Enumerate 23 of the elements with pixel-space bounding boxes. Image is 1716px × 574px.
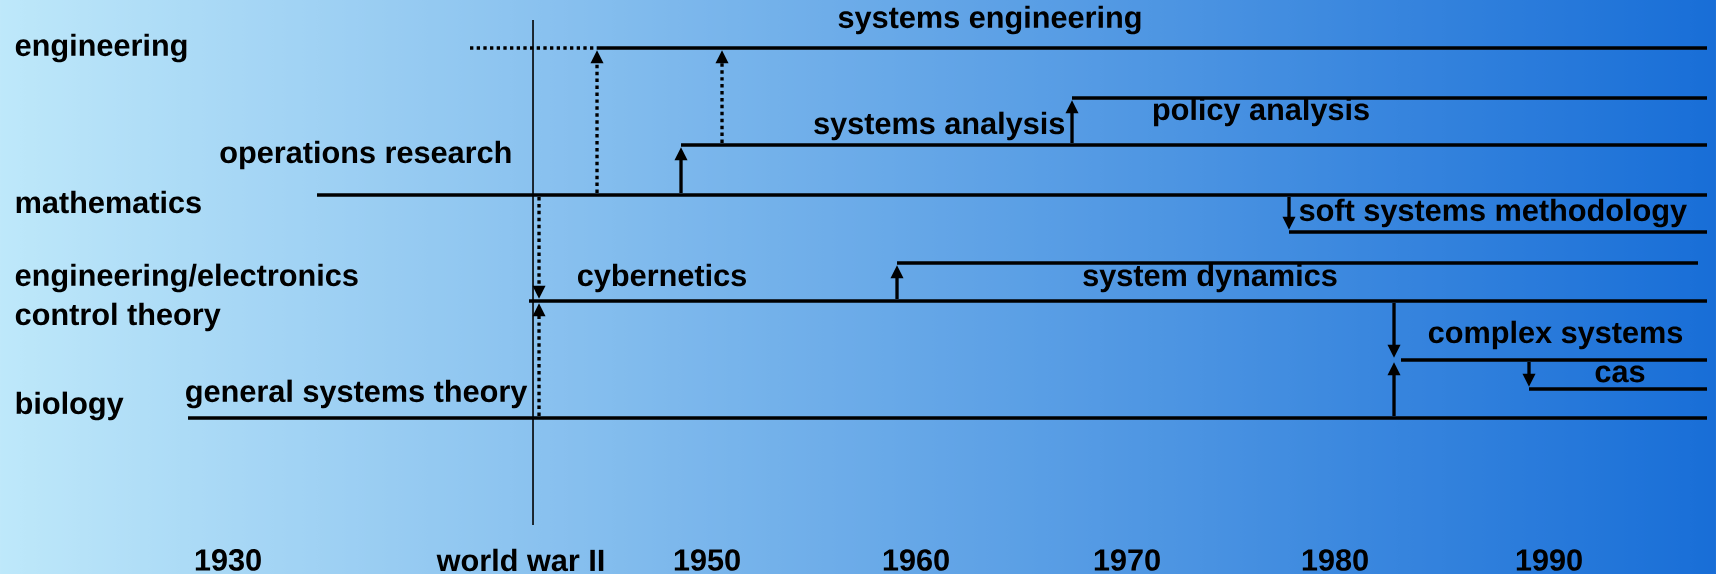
row-label: biology xyxy=(16,391,124,421)
row-label: engineering xyxy=(15,33,187,63)
bar-label: cas xyxy=(1595,365,1645,383)
bar-label: policy analysis xyxy=(1153,97,1369,127)
row-label: engineering/electronics xyxy=(15,263,358,293)
timeline-bar xyxy=(317,193,1707,197)
year-label: 1950 xyxy=(674,549,740,571)
bar-label: general systems theory xyxy=(186,379,528,409)
year-label: 1960 xyxy=(883,549,949,571)
year-label: 1970 xyxy=(1094,549,1160,571)
bar-label: soft systems methodology xyxy=(1299,198,1687,228)
year-label: 1980 xyxy=(1302,549,1368,571)
bar-label: systems analysis xyxy=(814,111,1065,141)
row-label: mathematics xyxy=(16,190,201,214)
year-label: 1990 xyxy=(1516,549,1582,571)
bar-label: complex systems xyxy=(1428,320,1683,350)
bar-label: systems engineering xyxy=(838,5,1141,35)
bar-label: system dynamics xyxy=(1083,263,1337,293)
bar-label: cybernetics xyxy=(578,263,746,293)
year-label: world war II xyxy=(436,548,604,572)
row-label: operations research xyxy=(220,140,511,170)
row-label: control theory xyxy=(15,302,221,332)
year-label: 1930 xyxy=(195,549,261,571)
